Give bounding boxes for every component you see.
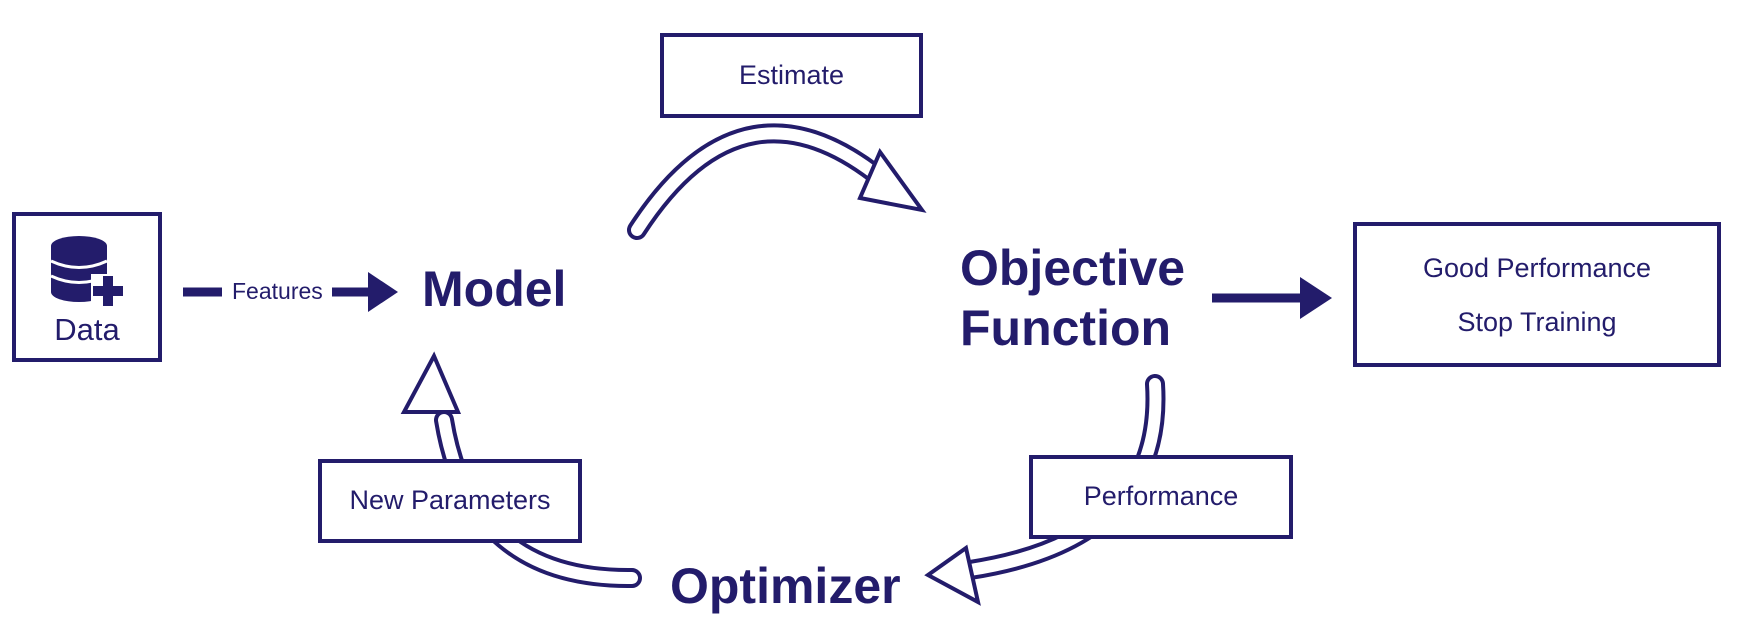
- data-box: Data: [12, 212, 162, 362]
- result-line-2: Stop Training: [1457, 306, 1617, 337]
- features-label: Features: [232, 278, 323, 304]
- estimate-curved-arrow: [627, 123, 927, 240]
- result-box: Good Performance Stop Training: [1353, 222, 1721, 367]
- objective-line-2: Function: [960, 300, 1172, 356]
- data-label: Data: [54, 312, 120, 347]
- database-add-icon: [50, 236, 125, 308]
- objective-function-label: Objective Function: [960, 238, 1186, 358]
- new-parameters-box: New Parameters: [318, 459, 582, 543]
- estimate-label: Estimate: [738, 59, 845, 90]
- optimizer-label: Optimizer: [670, 558, 901, 614]
- performance-label: Performance: [1083, 481, 1239, 512]
- performance-box: Performance: [1029, 455, 1293, 539]
- estimate-box: Estimate: [660, 33, 923, 118]
- model-label: Model: [422, 261, 567, 317]
- result-line-1: Good Performance: [1422, 252, 1652, 283]
- features-arrowhead: [368, 272, 398, 312]
- objective-line-1: Objective: [960, 240, 1186, 296]
- new-parameters-label: New Parameters: [349, 485, 551, 516]
- result-arrowhead: [1300, 277, 1332, 319]
